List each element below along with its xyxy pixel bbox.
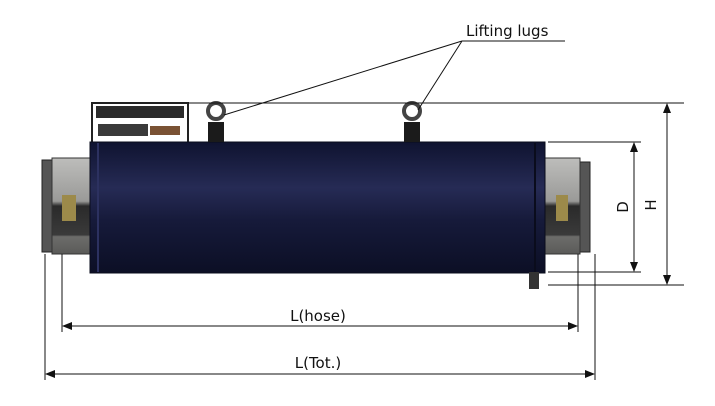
right-end-cap	[539, 157, 591, 255]
dimension-l-hose	[61, 254, 579, 332]
dimension-l-hose-label: L(hose)	[290, 307, 346, 325]
cylinder-body	[89, 141, 546, 274]
dimension-d-label: D	[614, 201, 632, 213]
left-end-cap	[41, 157, 93, 255]
dimension-h	[188, 102, 684, 286]
top-bracket	[91, 102, 189, 144]
dimension-h-label: H	[642, 199, 660, 210]
dimension-l-tot	[44, 254, 596, 380]
bottom-fitting	[529, 272, 539, 289]
lifting-lug-right	[402, 101, 422, 142]
lifting-lug-left	[206, 101, 226, 142]
lifting-lugs-label: Lifting lugs	[466, 22, 549, 40]
dimension-l-tot-label: L(Tot.)	[295, 354, 342, 372]
lifting-lugs-callout	[223, 40, 565, 116]
